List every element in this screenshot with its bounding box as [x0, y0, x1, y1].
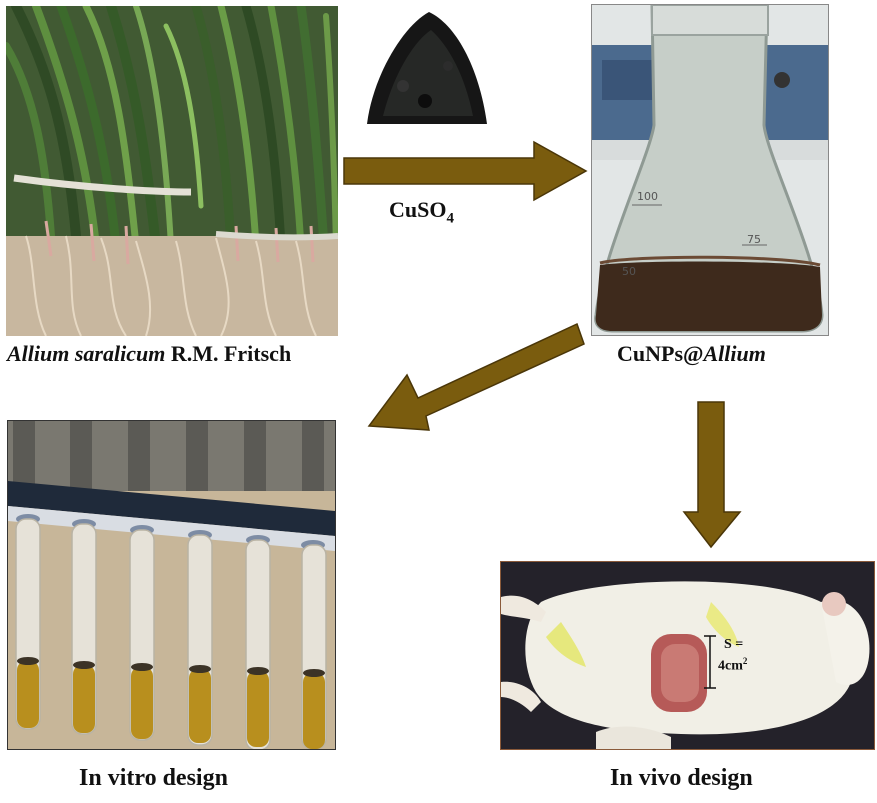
arrow-right [343, 140, 588, 202]
in-vitro-test-tubes-image [7, 420, 336, 750]
plant-name-label: Allium saralicum R.M. Fritsch [7, 341, 291, 367]
plant-genus-species: Allium saralicum [7, 341, 166, 366]
rat-drawing [501, 562, 874, 749]
svg-text:75: 75 [747, 233, 761, 246]
in-vivo-rat-image [500, 561, 875, 750]
reagent-subscript: 4 [446, 210, 454, 227]
plant-authority: R.M. Fritsch [165, 341, 292, 366]
svg-text:100: 100 [637, 190, 658, 203]
arrow-down-left [367, 322, 585, 431]
wound-area-line2: 4cm2 [718, 653, 747, 675]
copper-sulfate-powder-image [367, 12, 487, 124]
wound-area-exponent: 2 [742, 656, 748, 666]
product-prefix: CuNPs@ [617, 341, 704, 366]
wound-area-line1: S = [724, 637, 744, 652]
reagent-label: CuSO4 [389, 197, 454, 227]
product-suffix: Allium [703, 341, 766, 366]
arrow-down [682, 401, 742, 549]
product-label: CuNPs@Allium [617, 341, 766, 367]
wound-area-annotation: S = 4cm2 [718, 636, 747, 675]
flask-drawing: 100 50 75 [592, 5, 828, 335]
reagent-formula: CuSO [389, 197, 447, 222]
allium-plant-drawing [6, 6, 338, 336]
wound-area-value: 4cm [718, 658, 743, 674]
allium-plant-image [6, 6, 338, 336]
svg-text:50: 50 [622, 265, 636, 278]
in-vivo-label: In vivo design [610, 765, 753, 791]
in-vitro-label: In vitro design [79, 765, 228, 791]
test-tubes-drawing [8, 421, 335, 749]
nanoparticle-flask-image: 100 50 75 [591, 4, 829, 336]
